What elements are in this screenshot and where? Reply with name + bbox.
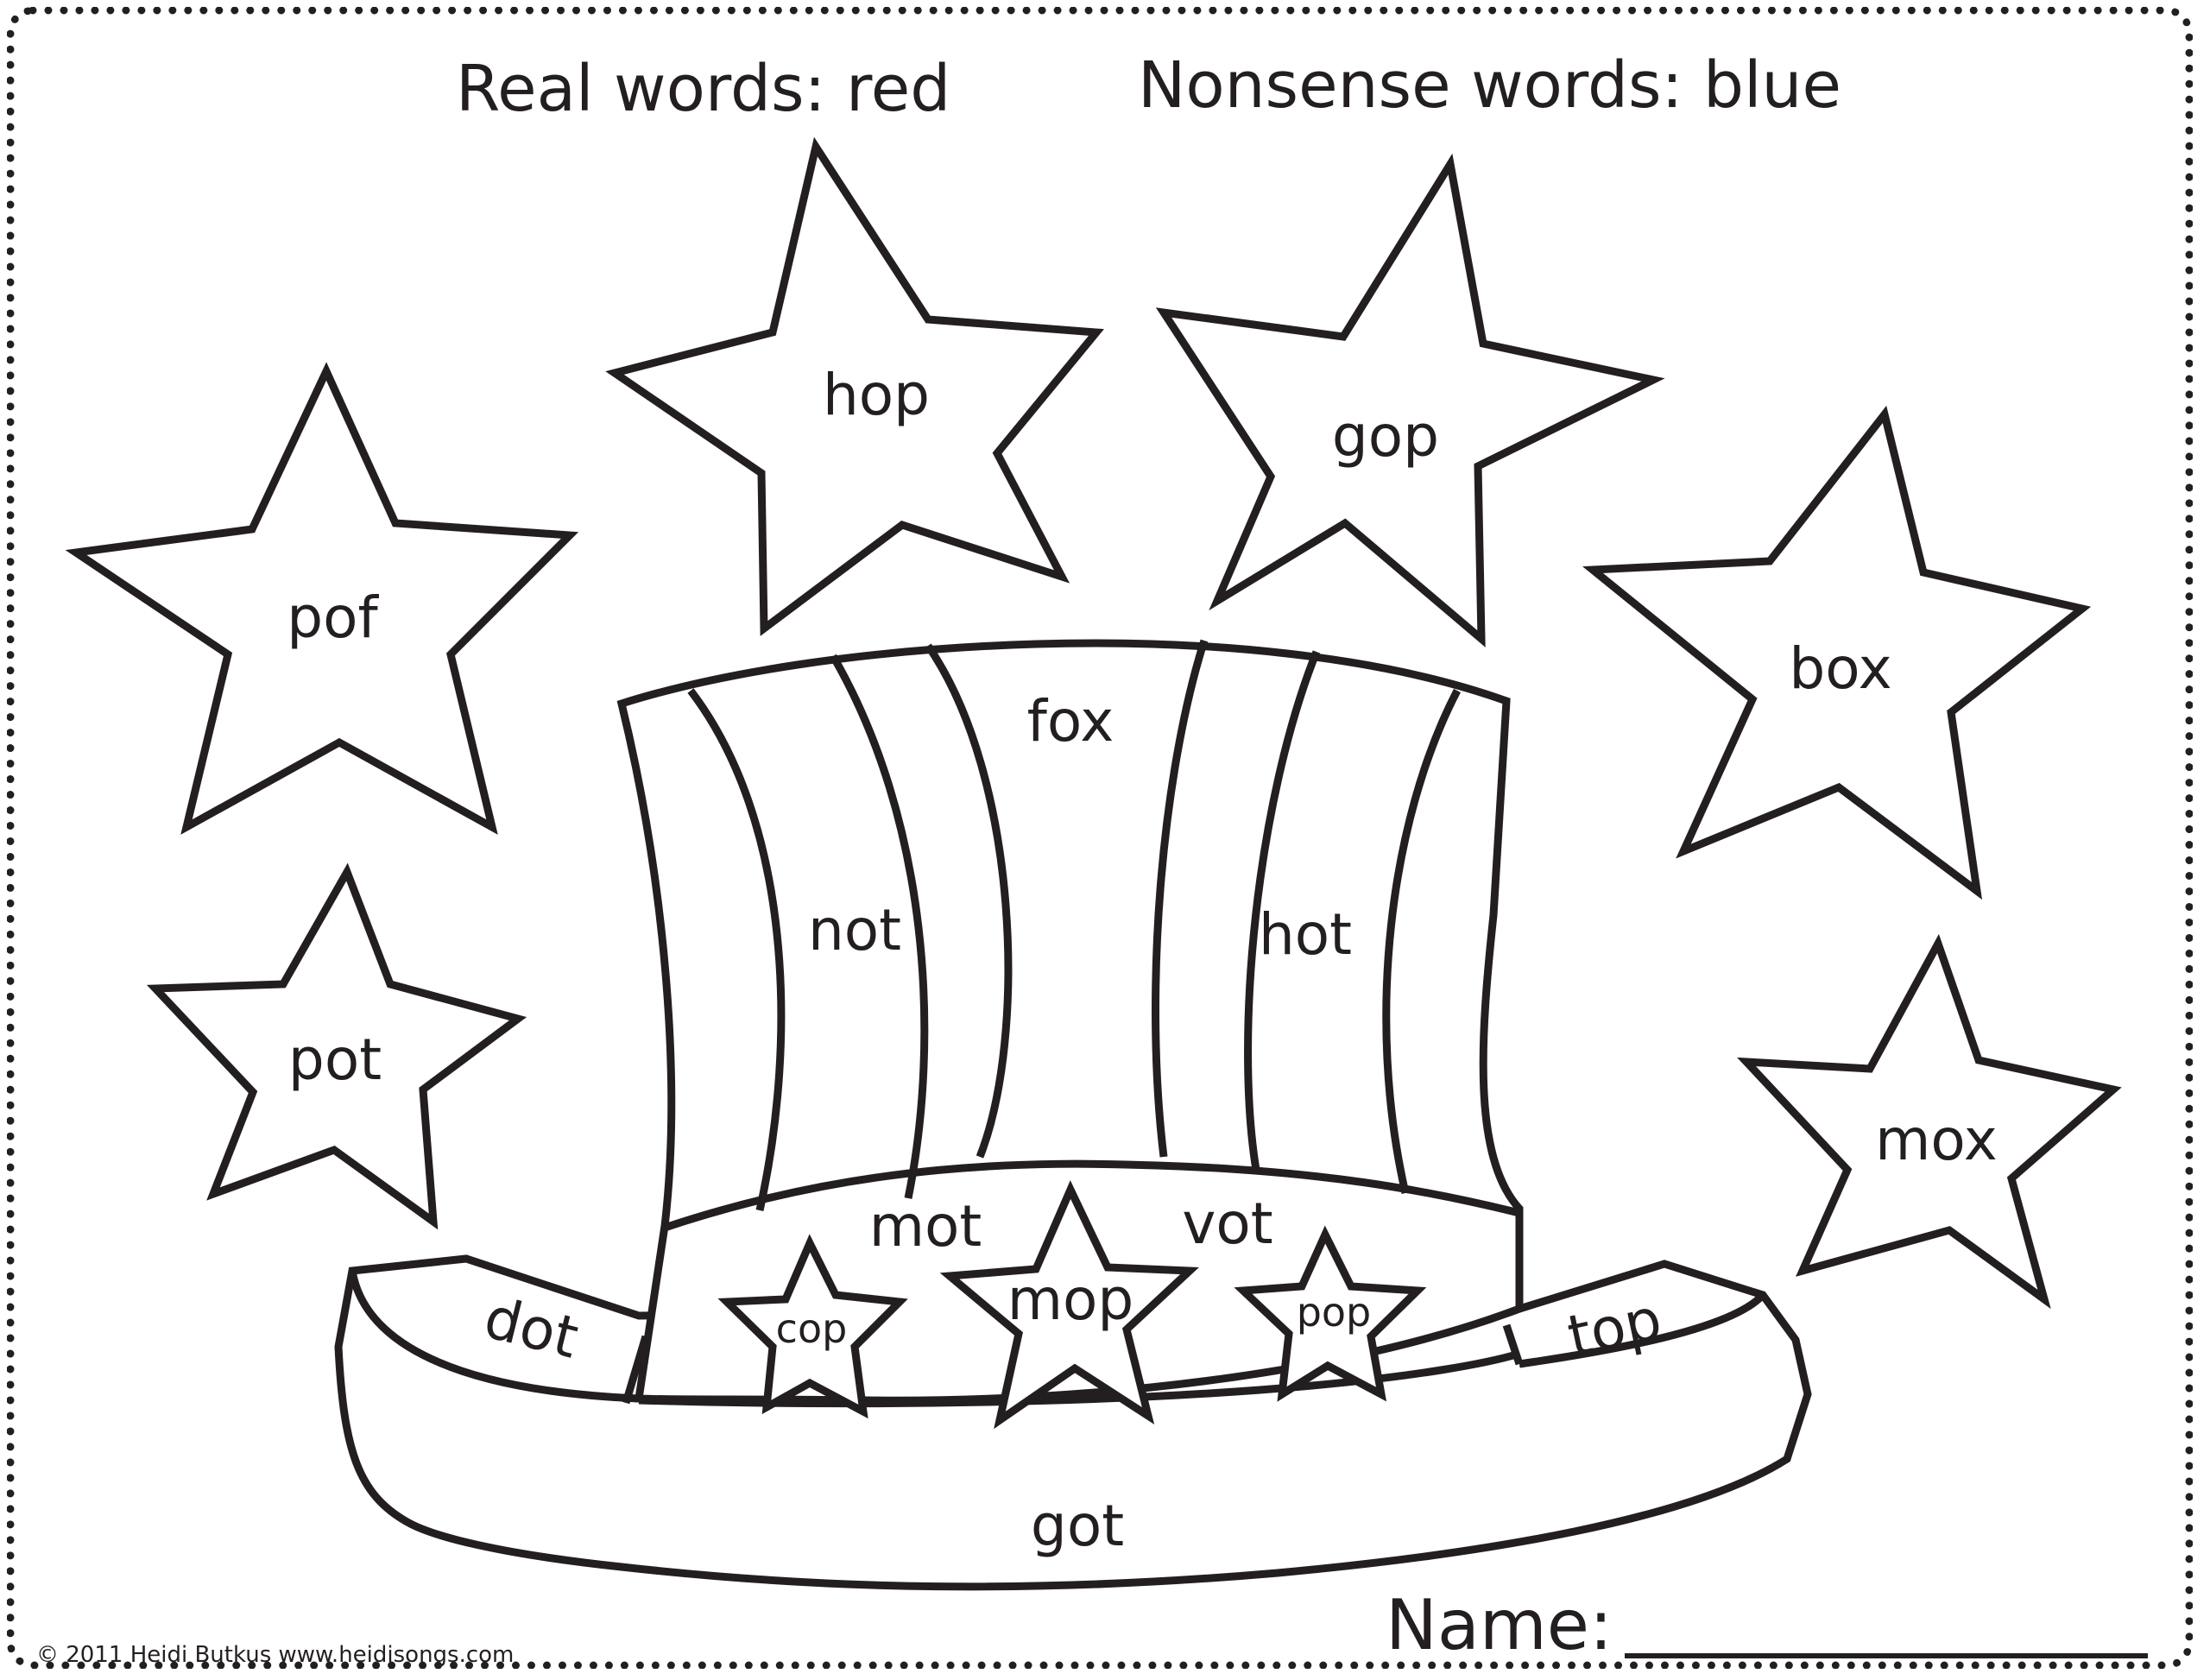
band-star-mop-outline <box>939 1180 1199 1430</box>
star-mox[interactable]: mox <box>1737 933 2122 1310</box>
word-mot: mot <box>869 1193 982 1260</box>
word-cop: cop <box>776 1305 848 1352</box>
word-pof: pof <box>287 584 379 651</box>
stripe-line-1 <box>687 688 786 1211</box>
word-mox: mox <box>1875 1107 1998 1173</box>
star-gop-outline <box>1155 153 1665 647</box>
brim-right-cuff <box>1502 1323 1524 1366</box>
name-label: Name: <box>1386 1585 1613 1665</box>
word-vot: vot <box>1182 1191 1272 1257</box>
brim-left-cuff <box>622 1335 650 1405</box>
stripe-line-2 <box>830 654 929 1199</box>
star-pof[interactable]: pof <box>65 362 579 835</box>
star-hop-outline <box>605 136 1104 636</box>
brim-right-inner <box>1519 1292 1766 1368</box>
band-star-mop[interactable]: mop <box>939 1180 1199 1430</box>
band-star-cop-outline <box>717 1234 908 1419</box>
word-fox: fox <box>1027 688 1114 755</box>
star-hop[interactable]: hop <box>605 136 1104 636</box>
word-box: box <box>1789 635 1891 702</box>
stripe-line-6 <box>1382 688 1461 1194</box>
top-hat: fox not hot mot vot dot top got cop mop … <box>334 639 1812 1591</box>
word-pop: pop <box>1297 1289 1372 1336</box>
band-star-pop[interactable]: pop <box>1234 1225 1427 1402</box>
hat-band-bottom <box>638 1349 1521 1408</box>
hat-crown[interactable] <box>616 639 1524 1405</box>
dotted-border <box>7 7 2193 1669</box>
band-star-cop[interactable]: cop <box>717 1234 908 1419</box>
star-pot[interactable]: pot <box>146 862 527 1230</box>
brim-left-inner <box>348 1270 640 1403</box>
stripe-line-4 <box>1152 639 1209 1158</box>
word-pot: pot <box>288 1026 382 1093</box>
star-box[interactable]: box <box>1582 405 2092 900</box>
star-gop[interactable]: gop <box>1155 153 1665 647</box>
star-box-outline <box>1582 405 2092 900</box>
star-pof-outline <box>65 362 579 835</box>
stripe-line-3 <box>925 643 1013 1159</box>
copyright-text: © 2011 Heidi Butkus www.heidisongs.com <box>36 1642 514 1668</box>
word-not: not <box>808 897 901 963</box>
hat-band-top <box>663 1159 1521 1232</box>
word-gop: gop <box>1332 403 1439 470</box>
word-mop: mop <box>1007 1266 1134 1333</box>
star-mox-outline <box>1737 933 2122 1310</box>
star-pot-outline <box>146 862 527 1230</box>
word-hop: hop <box>823 362 930 428</box>
word-got: got <box>1031 1493 1124 1559</box>
nonsense-words-legend: Nonsense words: blue <box>1138 48 1841 123</box>
word-hot: hot <box>1259 901 1352 968</box>
stripe-line-5 <box>1244 650 1321 1171</box>
real-words-legend: Real words: red <box>456 52 950 126</box>
band-star-pop-outline <box>1234 1225 1427 1402</box>
